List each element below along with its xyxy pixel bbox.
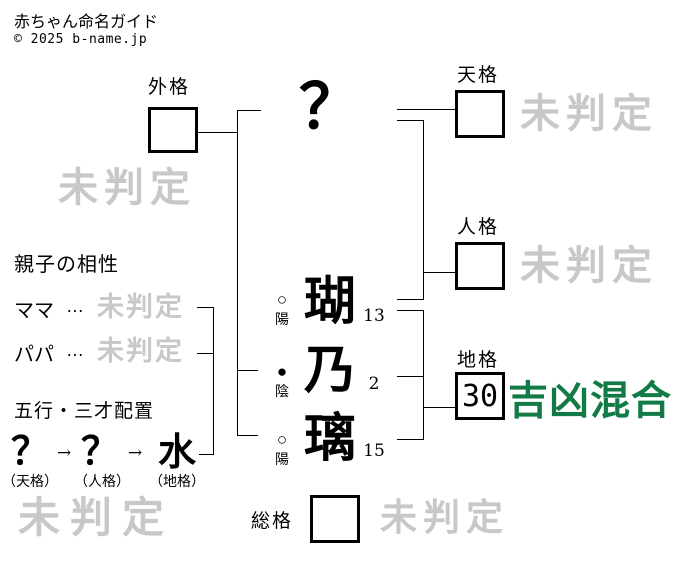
gaikaku-box-connector-line bbox=[198, 132, 238, 133]
jinkaku-result-watermark: 未判定 bbox=[520, 242, 658, 289]
stroke-count-char3: 15 bbox=[363, 441, 385, 461]
name-char2: 乃 bbox=[303, 340, 356, 401]
tenkaku-label: 天格 bbox=[457, 65, 500, 86]
yang-marker-char1: ○ bbox=[276, 290, 288, 309]
chikaku-bracket-vertical-line bbox=[423, 310, 424, 440]
chikaku-stub-char3-line bbox=[397, 439, 424, 440]
mama-stub-line bbox=[197, 307, 214, 308]
gaikaku-stub-char2-line bbox=[237, 370, 258, 371]
jinkaku-value-box bbox=[455, 242, 505, 290]
gaikaku-stub-surname-line bbox=[237, 110, 261, 111]
yin-marker-char2: ● bbox=[276, 362, 288, 381]
sansai-element-tenkaku: ？ bbox=[10, 428, 49, 473]
sansai-sublabel-chikaku: （地格） bbox=[149, 473, 205, 489]
copyright-text: © 2025 b-name.jp bbox=[14, 32, 148, 47]
tenkaku-value-box bbox=[455, 90, 505, 138]
yang-marker-char3: ○ bbox=[276, 430, 288, 449]
stroke-count-char2: 2 bbox=[368, 374, 380, 394]
compatibility-bracket-vertical-line bbox=[213, 307, 214, 455]
chikaku-result-text: 吉凶混合 bbox=[508, 377, 672, 424]
polarity-label-char3: 陽 bbox=[275, 451, 289, 467]
overall-result-watermark: 未判定 bbox=[18, 493, 175, 542]
jinkaku-label: 人格 bbox=[457, 217, 500, 238]
sansai-stub-line bbox=[199, 454, 214, 455]
stroke-count-char1: 13 bbox=[363, 306, 385, 326]
gaikaku-label: 外格 bbox=[148, 77, 191, 98]
gaikaku-value-box bbox=[148, 107, 198, 153]
chikaku-value-box: 30 bbox=[455, 372, 505, 420]
jinkaku-box-connector-line bbox=[423, 272, 455, 273]
polarity-label-char1: 陽 bbox=[275, 311, 289, 327]
papa-dots: … bbox=[66, 340, 84, 360]
sansai-arrow-icon: → bbox=[57, 443, 72, 463]
name-char3: 璃 bbox=[303, 408, 356, 469]
gaikaku-stub-char3-line bbox=[237, 435, 258, 436]
gaikaku-result-watermark: 未判定 bbox=[58, 164, 196, 211]
papa-result-watermark: 未判定 bbox=[97, 336, 184, 367]
chikaku-box-connector-line bbox=[423, 407, 455, 408]
surname-placeholder: ？ bbox=[299, 70, 362, 143]
mama-label: ママ bbox=[14, 300, 54, 322]
soukaku-label: 総格 bbox=[251, 511, 294, 532]
sansai-element-jinkaku: ？ bbox=[80, 428, 119, 473]
chikaku-stub-char2-line bbox=[397, 376, 424, 377]
chikaku-stub-char1-line bbox=[397, 310, 424, 311]
name-char1: 瑚 bbox=[303, 271, 356, 332]
jinkaku-bracket-vertical-line bbox=[423, 120, 424, 300]
mama-dots: … bbox=[66, 296, 84, 316]
papa-stub-line bbox=[197, 353, 214, 354]
compatibility-title: 親子の相性 bbox=[14, 254, 119, 276]
mama-result-watermark: 未判定 bbox=[97, 292, 184, 323]
polarity-label-char2: 陰 bbox=[275, 383, 289, 399]
papa-label: パパ bbox=[14, 344, 54, 366]
tenkaku-result-watermark: 未判定 bbox=[520, 90, 658, 137]
sansai-arrow-icon: → bbox=[128, 443, 143, 463]
soukaku-value-box bbox=[310, 495, 360, 543]
sansai-title: 五行・三才配置 bbox=[14, 401, 155, 422]
chikaku-label: 地格 bbox=[457, 350, 500, 371]
jinkaku-stub-char1-line bbox=[397, 299, 424, 300]
sansai-element-chikaku: 水 bbox=[157, 429, 196, 474]
sansai-sublabel-tenkaku: （天格） bbox=[2, 473, 58, 489]
page-title: 赤ちゃん命名ガイド bbox=[14, 14, 159, 31]
chikaku-value: 30 bbox=[461, 378, 499, 414]
tenkaku-connector-line bbox=[397, 109, 455, 110]
gaikaku-bracket-vertical-line bbox=[237, 110, 238, 436]
soukaku-result-watermark: 未判定 bbox=[380, 495, 509, 539]
jinkaku-stub-surname-line bbox=[397, 120, 424, 121]
sansai-sublabel-jinkaku: （人格） bbox=[74, 473, 130, 489]
